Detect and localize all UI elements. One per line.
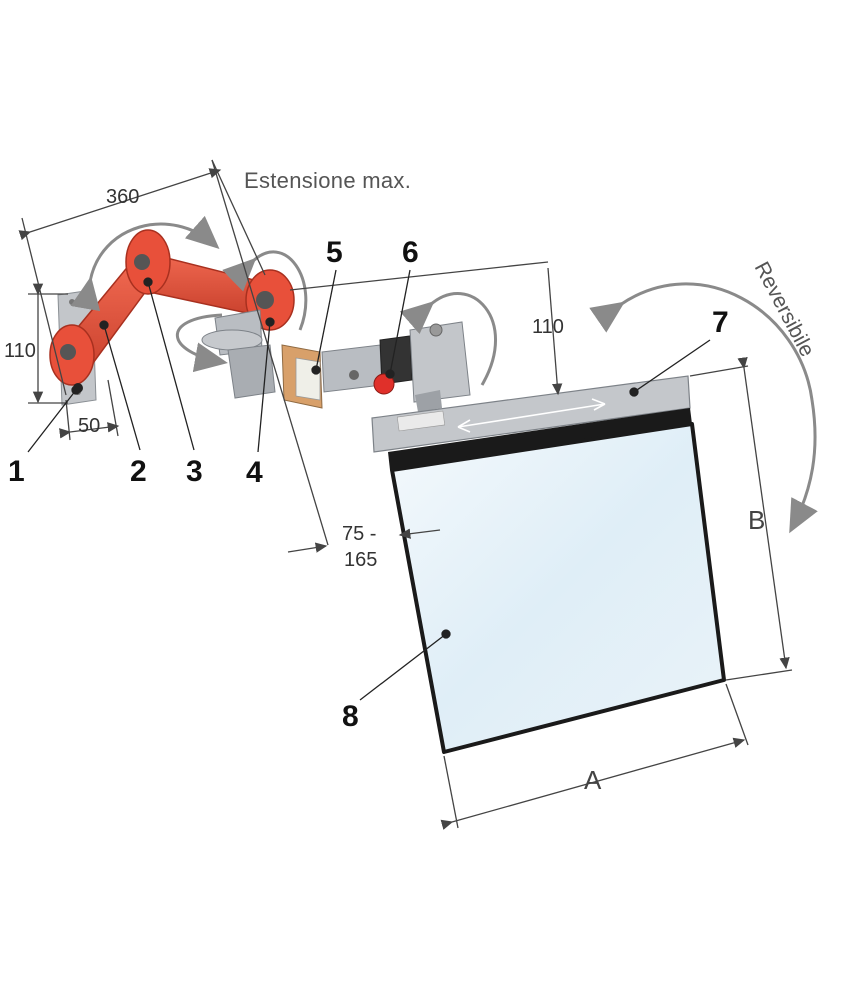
callout-5: 5 — [326, 236, 343, 269]
callout-leaders — [27, 269, 711, 701]
glass-screen — [390, 422, 726, 754]
dimension-75-165-top: 75 - — [342, 523, 377, 545]
dimension-110-right: 110 — [532, 316, 564, 338]
extension-max-label: Estensione max. — [244, 168, 412, 193]
callout-8: 8 — [342, 700, 359, 733]
callout-4: 4 — [246, 456, 263, 489]
callout-7: 7 — [712, 306, 729, 339]
mounting-clamp — [321, 321, 471, 412]
switch-box — [281, 344, 323, 409]
callout-1: 1 — [8, 455, 25, 488]
dimension-lines — [18, 159, 793, 830]
rotation-joint — [201, 269, 295, 399]
dimension-75-165-bottom: 165 — [344, 549, 378, 571]
dimension-360: 360 — [106, 186, 140, 208]
callout-6: 6 — [402, 236, 419, 269]
callout-3: 3 — [186, 455, 203, 488]
dimension-a: A — [584, 765, 602, 795]
dimension-110-left: 110 — [4, 340, 36, 362]
dimension-50: 50 — [78, 415, 101, 437]
callout-2: 2 — [130, 455, 147, 488]
dimension-b: B — [748, 505, 766, 535]
